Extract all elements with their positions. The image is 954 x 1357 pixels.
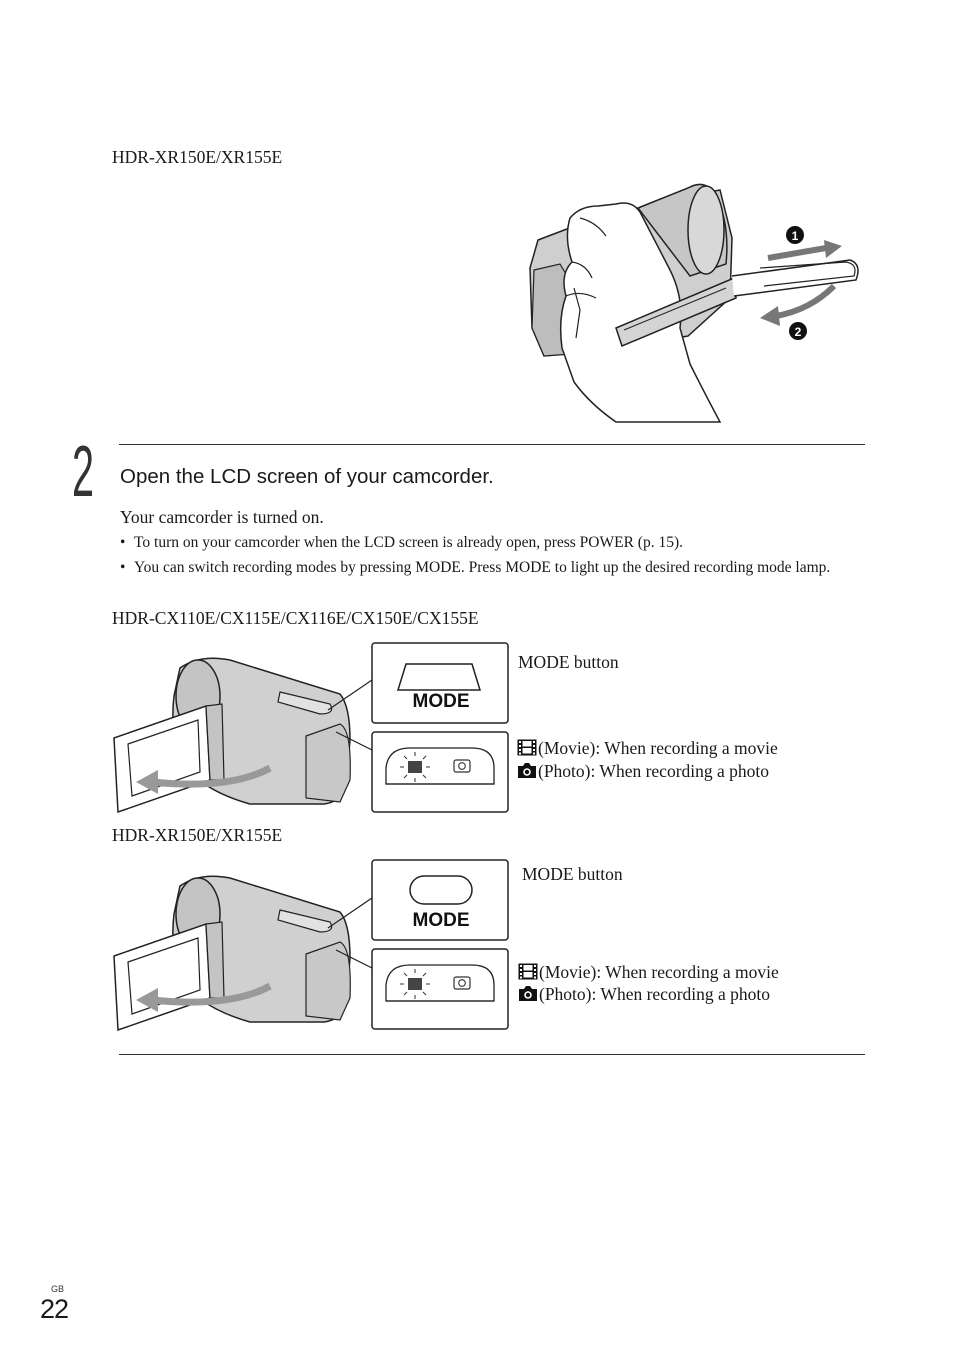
page-number: 22 xyxy=(40,1294,69,1324)
step-result: Your camcorder is turned on. xyxy=(120,507,324,527)
figure-1-movie-row: (Movie): When recording a movie xyxy=(517,737,778,760)
section-top-rule xyxy=(119,444,865,445)
step-number: 2 xyxy=(72,432,95,512)
bullet-text: To turn on your camcorder when the LCD s… xyxy=(134,534,684,551)
figure-2-mode-button-text: MODE xyxy=(413,910,470,931)
movie-icon xyxy=(517,739,537,756)
figure-2-model-label: HDR-XR150E/XR155E xyxy=(112,825,283,845)
strap-step-1: 1 xyxy=(792,229,799,243)
figure-2-movie-label: (Movie): When recording a movie xyxy=(539,962,779,982)
top-model-label: HDR-XR150E/XR155E xyxy=(112,147,283,167)
figure-1-camcorder-illustration: MODE xyxy=(113,642,509,814)
strap-step-2: 2 xyxy=(795,325,802,339)
figure-1-movie-label: (Movie): When recording a movie xyxy=(538,738,778,758)
movie-icon xyxy=(518,963,538,980)
figure-2-photo-row: (Photo): When recording a photo xyxy=(518,983,770,1006)
figure-2-movie-row: (Movie): When recording a movie xyxy=(518,961,779,984)
bullet-text: You can switch recording modes by pressi… xyxy=(134,559,831,576)
figure-1-model-label: HDR-CX110E/CX115E/CX116E/CX150E/CX155E xyxy=(112,608,479,628)
bullet-dot: • xyxy=(120,559,126,576)
bullet-item: • You can switch recording modes by pres… xyxy=(120,556,868,580)
figure-1-photo-label: (Photo): When recording a photo xyxy=(538,761,770,781)
figure-1-photo-row: (Photo): When recording a photo xyxy=(517,760,769,783)
photo-icon xyxy=(518,763,536,778)
section-bottom-rule xyxy=(119,1054,865,1055)
figure-2-photo-label: (Photo): When recording a photo xyxy=(539,984,771,1004)
photo-icon xyxy=(519,986,537,1001)
step-heading: Open the LCD screen of your camcorder. xyxy=(120,465,494,488)
figure-2-camcorder-illustration: MODE xyxy=(113,859,509,1032)
bullet-item: • To turn on your camcorder when the LCD… xyxy=(120,531,868,555)
grip-belt-illustration: 1 2 xyxy=(529,183,859,423)
bullet-dot: • xyxy=(120,534,126,551)
region-code: GB xyxy=(51,1284,65,1294)
figure-1-mode-button-text: MODE xyxy=(413,691,470,712)
figure-1-mode-button-label: MODE button xyxy=(518,652,619,672)
figure-2-mode-button-label: MODE button xyxy=(522,864,623,884)
